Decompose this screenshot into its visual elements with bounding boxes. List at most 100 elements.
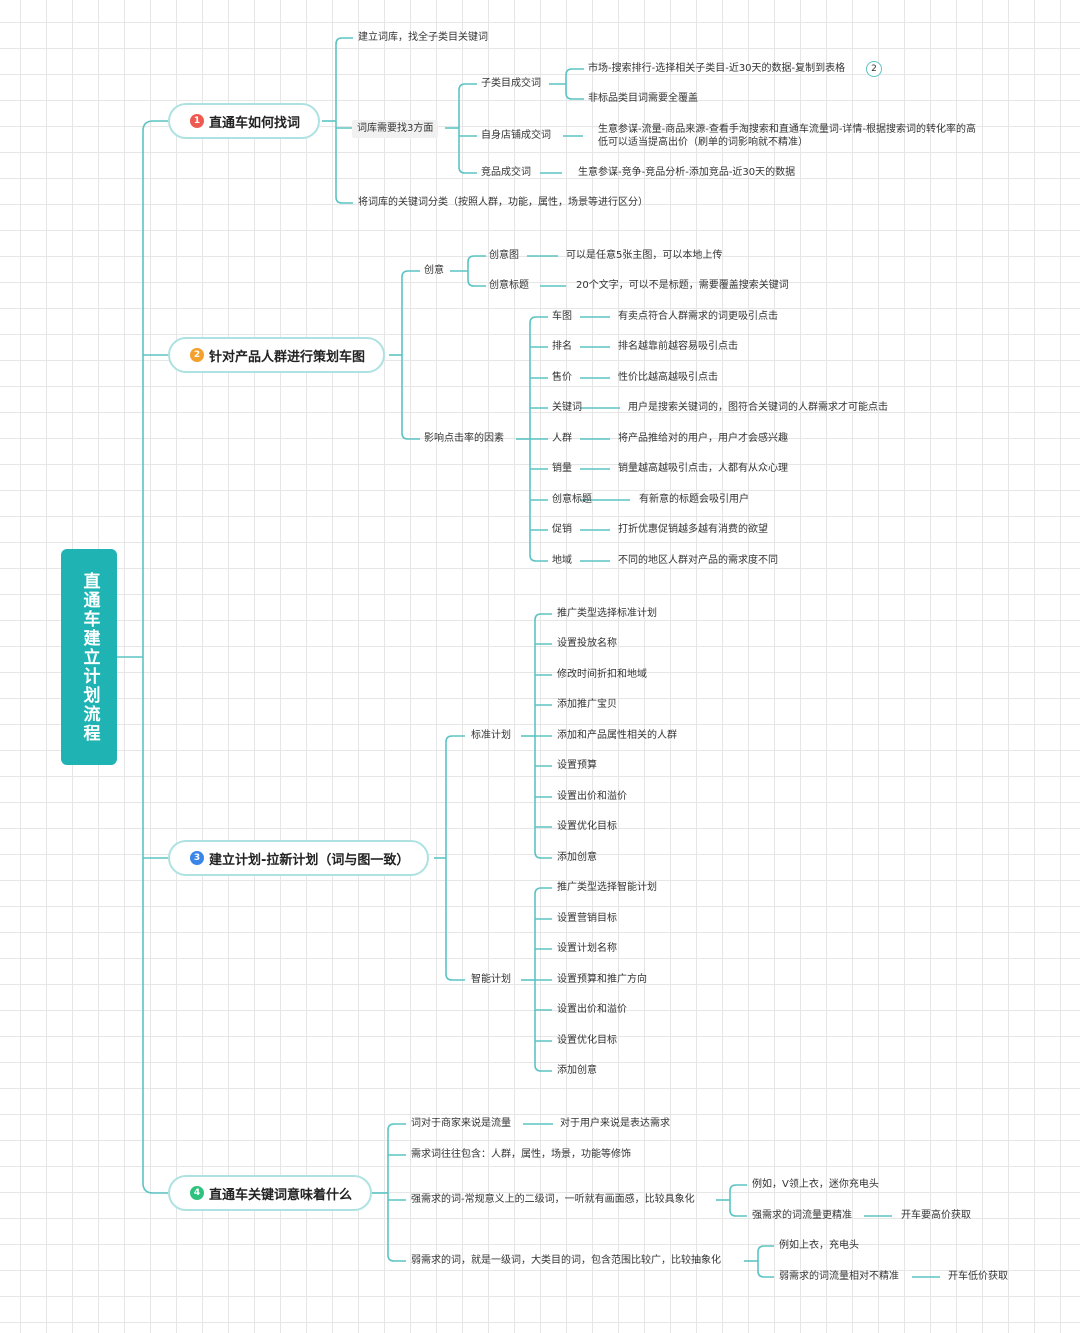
factor-key[interactable]: 售价 xyxy=(552,372,572,383)
factor-value[interactable]: 不同的地区人群对产品的需求度不同 xyxy=(618,555,778,566)
connector-line xyxy=(467,279,486,287)
b4-node[interactable]: 弱需求的词，就是一级词，大类目的词，包含范围比较广，比较抽象化 xyxy=(411,1255,721,1266)
branch-1-title: 直通车如何找词 xyxy=(209,115,301,131)
factor-value[interactable]: 有新意的标题会吸引用户 xyxy=(639,494,749,505)
factor-key[interactable]: 创意标题 xyxy=(552,494,592,505)
b4-node[interactable]: 需求词往往包含：人群，属性，场景，功能等修饰 xyxy=(411,1149,631,1160)
connector-line xyxy=(142,120,168,132)
b2-node[interactable]: 创意图 xyxy=(489,250,519,261)
root-node[interactable]: 直通车建立计划流程 xyxy=(61,549,117,765)
b1-node[interactable]: 竞品成交词 xyxy=(481,167,531,178)
b1-node[interactable]: 将词库的关键词分类（按照人群，功能，属性，场景等进行区分） xyxy=(358,197,648,208)
b3-step[interactable]: 设置投放名称 xyxy=(557,638,617,649)
branch-4[interactable]: 4 直通车关键词意味着什么 xyxy=(168,1175,373,1211)
b3-step[interactable]: 修改时间折扣和地域 xyxy=(557,669,647,680)
connector-line xyxy=(529,316,548,324)
b2-node[interactable]: 创意标题 xyxy=(489,280,529,291)
number-1-icon: 1 xyxy=(190,114,204,128)
connector-line xyxy=(534,887,552,895)
b4-node[interactable]: 开车低价获取 xyxy=(948,1271,1008,1282)
connector-line xyxy=(445,973,465,981)
branch-2-title: 针对产品人群进行策划车图 xyxy=(209,349,366,365)
factor-key[interactable]: 促销 xyxy=(552,524,572,535)
connector-line xyxy=(467,255,486,263)
factor-key[interactable]: 人群 xyxy=(552,433,572,444)
b3-step[interactable]: 设置出价和溢价 xyxy=(557,791,627,802)
factor-value[interactable]: 排名越靠前越容易吸引点击 xyxy=(618,341,738,352)
factor-key[interactable]: 关键词 xyxy=(552,402,582,413)
b3-std-plan[interactable]: 标准计划 xyxy=(471,730,511,741)
b3-step[interactable]: 设置出价和溢价 xyxy=(557,1004,627,1015)
factor-value[interactable]: 性价比越高越吸引点击 xyxy=(618,372,718,383)
b3-smart-plan[interactable]: 智能计划 xyxy=(471,974,511,985)
b2-node[interactable]: 创意 xyxy=(424,265,444,276)
b1-node[interactable]: 建立词库，找全子类目关键词 xyxy=(358,32,488,43)
b3-step[interactable]: 设置预算 xyxy=(557,760,597,771)
b3-step[interactable]: 添加和产品属性相关的人群 xyxy=(557,730,677,741)
b3-step[interactable]: 设置优化目标 xyxy=(557,821,617,832)
branch-3-title: 建立计划-拉新计划（词与图一致） xyxy=(209,852,410,868)
b3-step[interactable]: 添加推广宝贝 xyxy=(557,699,617,710)
connector-line xyxy=(729,1209,747,1217)
factor-key[interactable]: 销量 xyxy=(552,463,572,474)
b3-step[interactable]: 设置营销目标 xyxy=(557,913,617,924)
b4-node[interactable]: 对于用户来说是表达需求 xyxy=(560,1118,670,1129)
connector-line xyxy=(401,270,420,278)
connector-line xyxy=(529,554,548,562)
b4-node[interactable]: 开车要高价获取 xyxy=(901,1210,971,1221)
connector-line xyxy=(534,613,552,621)
b4-node[interactable]: 强需求的词-常规意义上的二级词，一听就有画面感，比较具象化 xyxy=(411,1194,695,1205)
b3-step[interactable]: 推广类型选择标准计划 xyxy=(557,608,657,619)
b1-node[interactable]: 词库需要找3方面 xyxy=(352,120,439,138)
connector-line xyxy=(757,1245,774,1253)
number-4-icon: 4 xyxy=(190,1186,204,1200)
factor-key[interactable]: 车图 xyxy=(552,311,572,322)
number-3-icon: 3 xyxy=(190,851,204,865)
b3-step[interactable]: 添加创意 xyxy=(557,852,597,863)
branch-3[interactable]: 3 建立计划-拉新计划（词与图一致） xyxy=(168,840,430,876)
connector-line xyxy=(565,92,584,100)
factor-key[interactable]: 排名 xyxy=(552,341,572,352)
factor-value[interactable]: 有卖点符合人群需求的词更吸引点击 xyxy=(618,311,778,322)
factor-value[interactable]: 将产品推给对的用户，用户才会感兴趣 xyxy=(618,433,788,444)
connector-line xyxy=(387,1254,406,1262)
branch-1[interactable]: 1 直通车如何找词 xyxy=(168,103,321,139)
branch-2[interactable]: 2 针对产品人群进行策划车图 xyxy=(168,337,386,373)
b3-step[interactable]: 推广类型选择智能计划 xyxy=(557,882,657,893)
factor-value[interactable]: 用户是搜索关键词的，图符合关键词的人群需求才可能点击 xyxy=(628,402,888,413)
b1-node[interactable]: 市场-搜索排行-选择相关子类目-近30天的数据-复制到表格 xyxy=(588,63,846,74)
note-count-badge[interactable]: 2 xyxy=(866,61,882,77)
connector-line xyxy=(445,735,465,743)
connector-line xyxy=(565,68,584,76)
b1-node[interactable]: 生意参谋-竞争-竞品分析-添加竞品-近30天的数据 xyxy=(578,167,796,178)
b2-node[interactable]: 可以是任意5张主图，可以本地上传 xyxy=(566,250,723,261)
b4-node[interactable]: 弱需求的词流量相对不精准 xyxy=(779,1271,899,1282)
b1-node[interactable]: 生意参谋-流量-商品来源-查看手淘搜索和直通车流量词-详情-根据搜索词的转化率的… xyxy=(598,124,977,148)
branch-4-title: 直通车关键词意味着什么 xyxy=(209,1187,353,1203)
b2-node[interactable]: 20个文字，可以不是标题，需要覆盖搜索关键词 xyxy=(576,280,789,291)
b4-node[interactable]: 例如上衣，充电头 xyxy=(779,1240,859,1251)
connector-line xyxy=(142,1182,168,1194)
b1-node[interactable]: 非标品类目词需要全覆盖 xyxy=(588,93,698,104)
b3-step[interactable]: 设置预算和推广方向 xyxy=(557,974,647,985)
b1-node[interactable]: 自身店铺成交词 xyxy=(481,130,551,141)
b3-step[interactable]: 添加创意 xyxy=(557,1065,597,1076)
b3-step[interactable]: 设置计划名称 xyxy=(557,943,617,954)
b1-node[interactable]: 子类目成交词 xyxy=(481,78,541,89)
connector-line xyxy=(534,851,552,859)
b4-node[interactable]: 强需求的词流量更精准 xyxy=(752,1210,852,1221)
connector-line xyxy=(335,196,353,204)
factor-key[interactable]: 地域 xyxy=(552,555,572,566)
connector-line xyxy=(458,83,477,91)
connector-line xyxy=(401,432,420,440)
number-2-icon: 2 xyxy=(190,348,204,362)
connector-line xyxy=(729,1184,747,1192)
factor-value[interactable]: 销量越高越吸引点击，人都有从众心理 xyxy=(618,463,788,474)
b4-node[interactable]: 例如，V领上衣，迷你充电头 xyxy=(752,1179,879,1190)
b3-step[interactable]: 设置优化目标 xyxy=(557,1035,617,1046)
factor-value[interactable]: 打折优惠促销越多越有消费的欲望 xyxy=(618,524,768,535)
b4-node[interactable]: 词对于商家来说是流量 xyxy=(411,1118,511,1129)
b2-node[interactable]: 影响点击率的因素 xyxy=(424,433,504,444)
connector-line xyxy=(757,1270,774,1278)
